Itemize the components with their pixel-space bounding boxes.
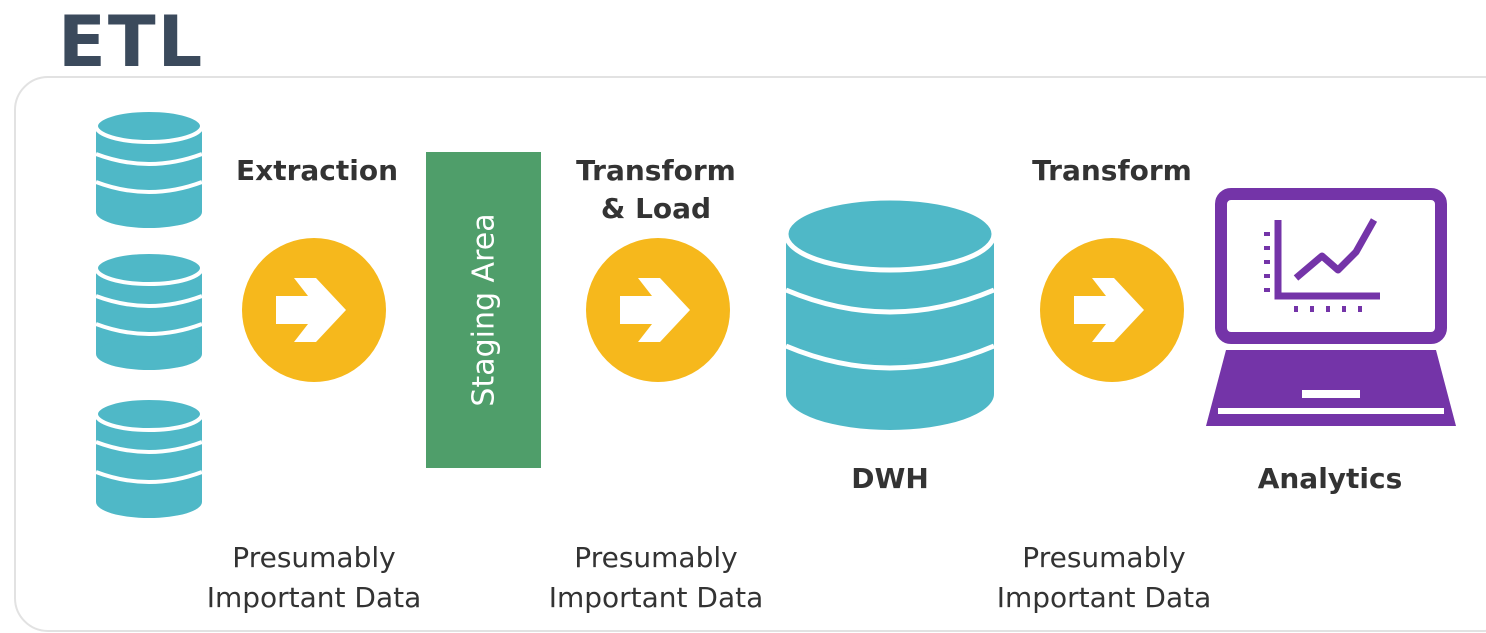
note-line-1: Presumably [574, 541, 738, 574]
source-database-icon-1 [94, 108, 204, 228]
page-title: ETL [58, 1, 205, 83]
staging-area-label: Staging Area [466, 213, 501, 407]
laptop-chart-icon [1206, 188, 1456, 426]
note-line-2: Important Data [548, 581, 764, 614]
dwh-label: DWH [851, 462, 929, 495]
arrow-right-circle-icon [586, 238, 730, 382]
note-line-2: Important Data [996, 581, 1212, 614]
note-line-1: Presumably [232, 541, 396, 574]
source-database-icon-2 [94, 250, 204, 370]
note-transform-load: Presumably Important Data [538, 538, 774, 618]
dwh-database-icon [783, 195, 997, 430]
source-database-icon-3 [94, 396, 204, 518]
step-extraction-label: Extraction [236, 154, 399, 187]
arrow-right-circle-icon [242, 238, 386, 382]
staging-area-block: Staging Area [426, 152, 541, 468]
step-transform-load-label: Transform & Load [576, 152, 736, 228]
note-line-1: Presumably [1022, 541, 1186, 574]
arrow-right-circle-icon [1040, 238, 1184, 382]
analytics-label: Analytics [1257, 462, 1403, 495]
note-line-2: Important Data [206, 581, 422, 614]
note-extraction: Presumably Important Data [196, 538, 432, 618]
step-transform-load-line-2: & Load [600, 192, 712, 225]
note-transform: Presumably Important Data [986, 538, 1222, 618]
step-transform-label: Transform [1032, 154, 1192, 187]
step-transform-load-line-1: Transform [576, 154, 736, 187]
